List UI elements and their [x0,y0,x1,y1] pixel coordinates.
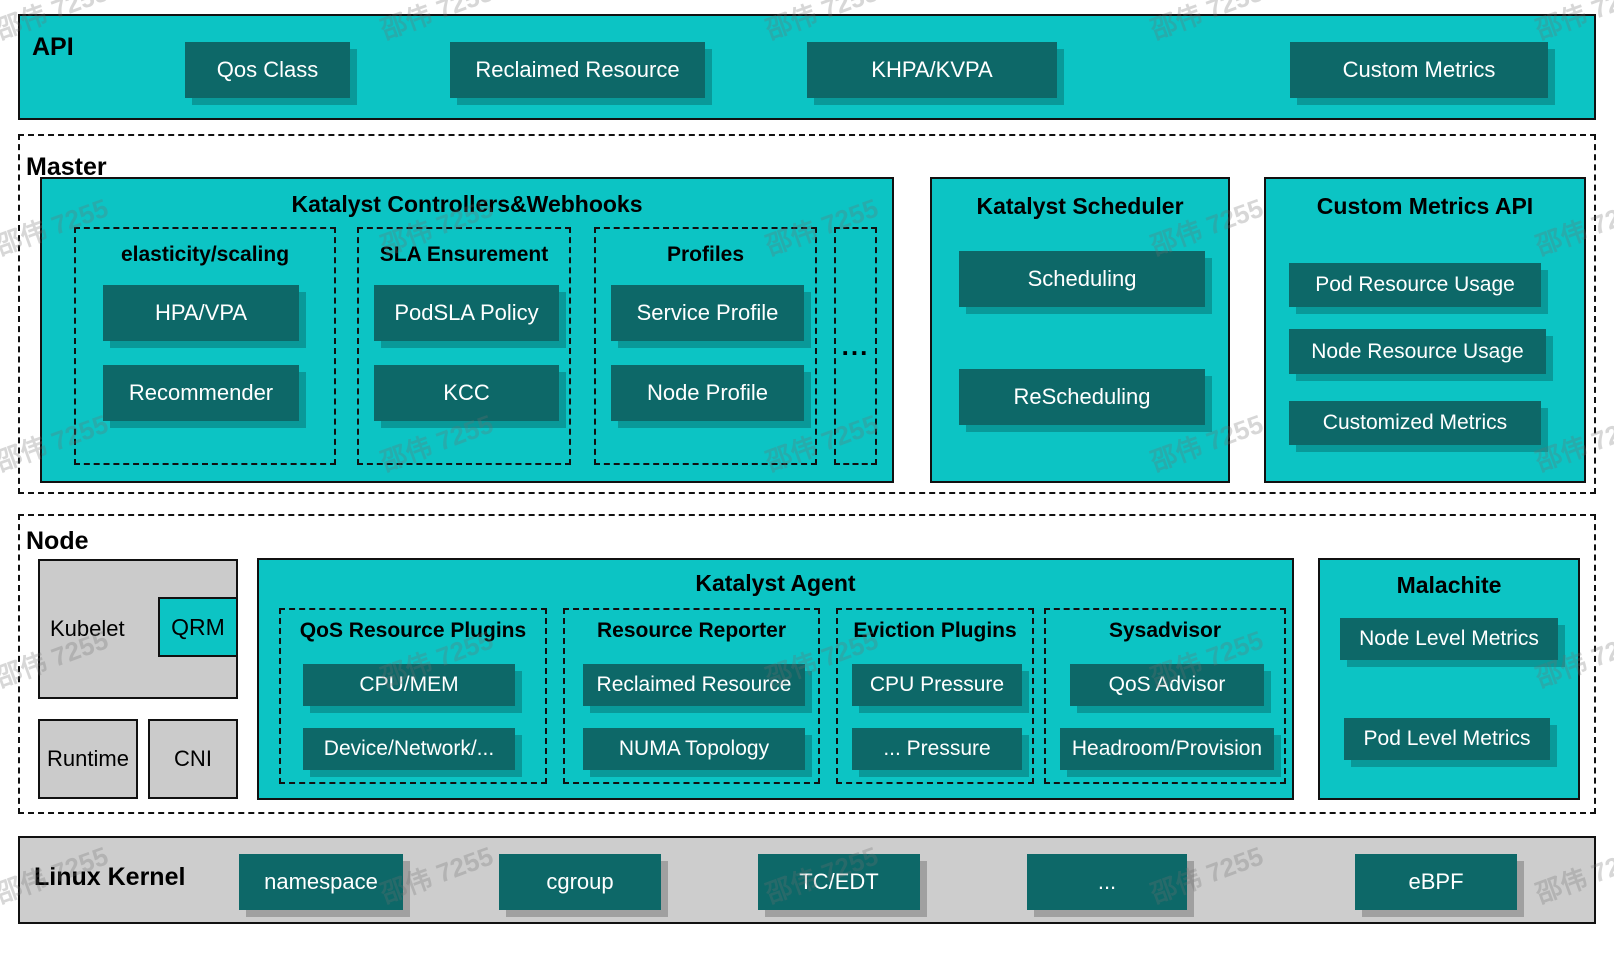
kubelet-label: Kubelet [50,616,125,641]
malachite-title: Malachite [1396,572,1502,598]
node-customized-metrics: Customized Metrics [1289,401,1541,445]
runtime-box: Runtime [38,719,138,799]
api-band: API Qos Class Reclaimed Resource KHPA/KV… [18,14,1596,120]
linux-kernel-label: Linux Kernel [34,863,186,891]
kubelet-box: Kubelet QRM [38,559,238,699]
linux-kernel-band: Linux Kernel namespace cgroup TC/EDT ...… [18,836,1596,924]
scheduler-title: Katalyst Scheduler [976,193,1184,219]
node-node-profile: Node Profile [611,365,804,421]
group-more-ellipsis: ... [834,227,877,465]
node-numa-topology: NUMA Topology [583,728,805,770]
malachite-box: Malachite Node Level Metrics Pod Level M… [1318,558,1580,800]
controllers-box: Katalyst Controllers&Webhooks elasticity… [40,177,894,483]
group-sla-title: SLA Ensurement [379,243,549,266]
node-node-resource-usage: Node Resource Usage [1289,329,1546,374]
node-rescheduling: ReScheduling [959,369,1205,425]
node-section: Node Kubelet QRM Runtime CNI Katalyst Ag… [18,514,1596,814]
node-custom-metrics: Custom Metrics [1290,42,1548,98]
node-cgroup: cgroup [499,854,661,910]
node-service-profile: Service Profile [611,285,804,341]
custom-metrics-api-box: Custom Metrics API Pod Resource Usage No… [1264,177,1586,483]
master-section: Master Katalyst Controllers&Webhooks ela… [18,134,1596,494]
node-reclaimed-resource-api: Reclaimed Resource [450,42,705,98]
node-cpu-pressure: CPU Pressure [852,664,1022,706]
node-scheduling: Scheduling [959,251,1205,307]
node-headroom-provision: Headroom/Provision [1060,728,1274,770]
group-resource-reporter: Resource Reporter Reclaimed Resource NUM… [563,608,820,784]
node-label: Node [26,527,89,555]
scheduler-box: Katalyst Scheduler Scheduling ReScheduli… [930,177,1230,483]
node-tc-edt: TC/EDT [758,854,920,910]
group-eviction-plugins: Eviction Plugins CPU Pressure ... Pressu… [836,608,1034,784]
node-kcc: KCC [374,365,559,421]
node-device-network: Device/Network/... [303,728,515,770]
cni-box: CNI [148,719,238,799]
node-namespace: namespace [239,854,403,910]
node-kernel-ellipsis: ... [1027,854,1187,910]
node-cpu-mem: CPU/MEM [303,664,515,706]
katalyst-agent-box: Katalyst Agent QoS Resource Plugins CPU/… [257,558,1294,800]
node-pod-level-metrics: Pod Level Metrics [1344,718,1550,760]
node-qos-class: Qos Class [185,42,350,98]
group-sysadvisor-title: Sysadvisor [1108,619,1222,642]
controllers-title: Katalyst Controllers&Webhooks [291,191,643,217]
group-sla-ensurement: SLA Ensurement PodSLA Policy KCC [357,227,571,465]
api-band-label: API [32,33,74,61]
qrm-box: QRM [158,597,238,657]
node-reclaimed-resource-agent: Reclaimed Resource [583,664,805,706]
master-label: Master [26,153,107,181]
node-hpa-vpa: HPA/VPA [103,285,299,341]
katalyst-agent-title: Katalyst Agent [695,570,856,596]
node-recommender: Recommender [103,365,299,421]
custom-metrics-api-title: Custom Metrics API [1316,193,1534,219]
node-podsla-policy: PodSLA Policy [374,285,559,341]
group-elasticity-title: elasticity/scaling [120,243,290,266]
group-sysadvisor: Sysadvisor QoS Advisor Headroom/Provisio… [1044,608,1286,784]
group-elasticity-scaling: elasticity/scaling HPA/VPA Recommender [74,227,336,465]
node-qos-advisor: QoS Advisor [1070,664,1264,706]
group-qos-resource-plugins: QoS Resource Plugins CPU/MEM Device/Netw… [279,608,547,784]
group-profiles: Profiles Service Profile Node Profile [594,227,817,465]
group-resource-reporter-title: Resource Reporter [596,619,787,642]
node-other-pressure: ... Pressure [852,728,1022,770]
node-ebpf: eBPF [1355,854,1517,910]
group-profiles-title: Profiles [666,243,745,266]
node-khpa-kvpa: KHPA/KVPA [807,42,1057,98]
group-qos-plugins-title: QoS Resource Plugins [299,619,527,642]
node-pod-resource-usage: Pod Resource Usage [1289,263,1541,307]
node-node-level-metrics: Node Level Metrics [1340,618,1558,660]
group-eviction-title: Eviction Plugins [853,619,1017,642]
